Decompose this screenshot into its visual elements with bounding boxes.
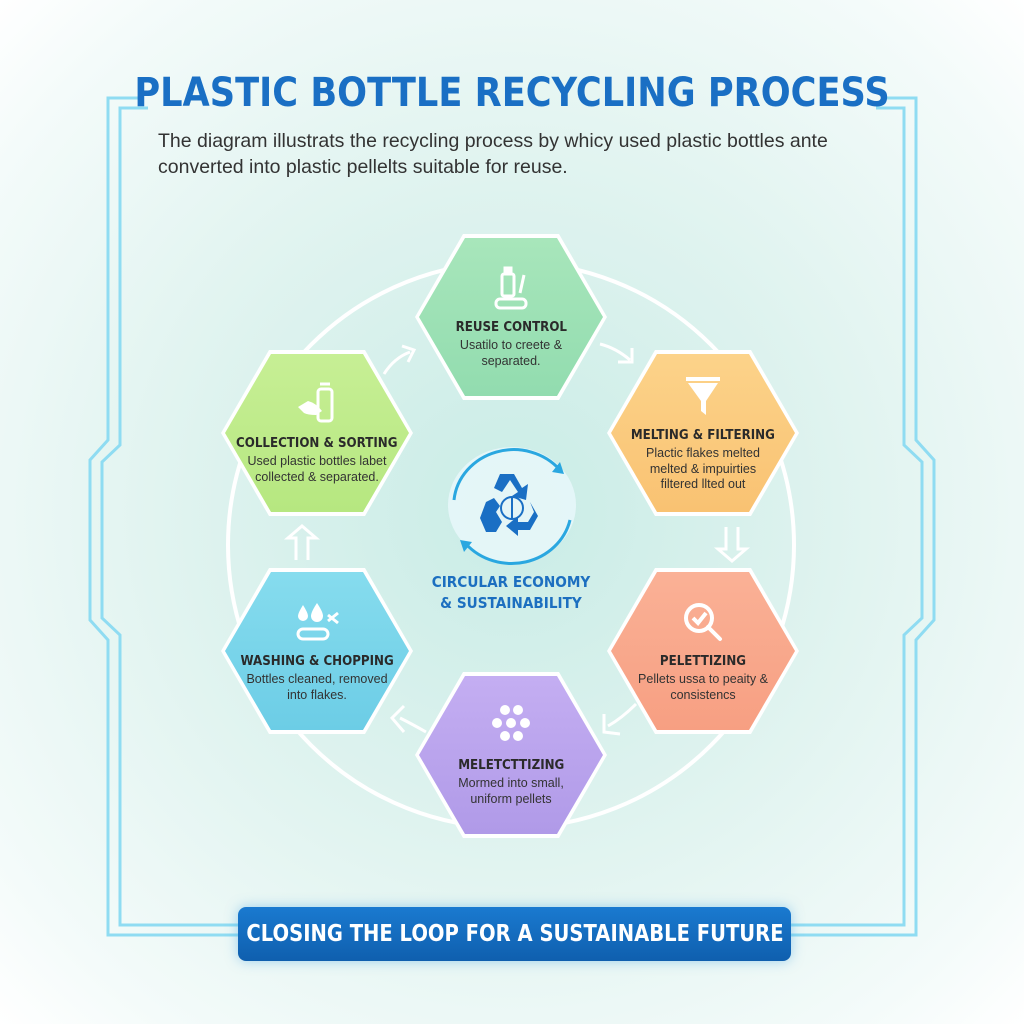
step-description: Mormed into small, uniform pellets (458, 776, 564, 806)
bottle-conveyor-icon (494, 266, 528, 310)
arrow-icon (389, 704, 427, 734)
step-description: Pellets ussa to peaity & consistencs (638, 672, 768, 702)
arrow-icon (599, 342, 634, 364)
center-line-2: & SUSTAINABILITY (440, 594, 582, 612)
pellets-icon (492, 705, 530, 741)
banner-text: CLOSING THE LOOP FOR A SUSTAINABLE FUTUR… (245, 921, 784, 947)
step-meletettizing: MELETCTTIZING Mormed into small, uniform… (415, 672, 607, 838)
step-washing-chopping: WASHING & CHOPPING Bottles cleaned, remo… (221, 568, 413, 734)
hand-bottle-icon (298, 382, 334, 423)
step-title: MELTING & FILTERING (630, 427, 776, 444)
recycle-brain-icon (448, 447, 576, 565)
center-caption: CIRCULAR ECONOMY & SUSTAINABILITY (413, 572, 608, 614)
step-title: MELETCTTIZING (457, 757, 565, 773)
step-pelettizing: PELETTIZING Pellets ussa to peaity & con… (607, 568, 799, 734)
magnifier-check-icon (684, 603, 722, 641)
footer-banner: CLOSING THE LOOP FOR A SUSTAINABLE FUTUR… (238, 907, 791, 961)
subtitle: The diagram illustrats the recycling pro… (158, 130, 828, 178)
arrow-icon (283, 524, 321, 560)
funnel-icon (686, 377, 720, 416)
arrow-icon (713, 527, 751, 563)
arrow-icon (602, 702, 638, 736)
step-title: PELETTIZING (659, 653, 747, 669)
arrow-icon (382, 344, 417, 375)
step-description: Used plastic bottles labet collected & s… (247, 454, 387, 484)
step-description: Usatilo to creete & separated. (459, 338, 563, 368)
step-description: Plactic flakes melted melted & impuirtie… (646, 446, 760, 492)
step-title: COLLECTION & SORTING (236, 435, 398, 451)
center-line-1: CIRCULAR ECONOMY (431, 573, 591, 591)
step-description: Bottles cleaned, removed into flakes. (246, 672, 388, 702)
step-title: WASHING & CHOPPING (240, 653, 394, 669)
water-scissors-icon (296, 603, 339, 641)
page-title: PLASTIC BOTTLE RECYCLING PROCESS (134, 70, 890, 116)
step-title: REUSE CONTROL (455, 319, 567, 335)
